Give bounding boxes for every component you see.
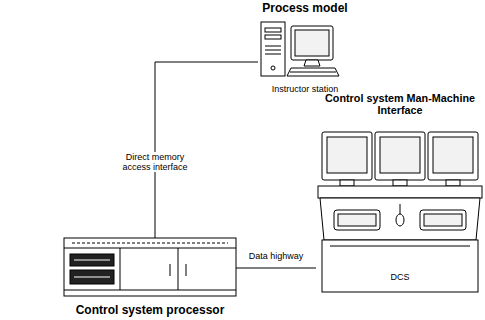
computer-tower xyxy=(261,22,285,76)
dcs-monitors xyxy=(322,132,478,186)
connection-label: Data highway xyxy=(247,251,306,261)
computer-keyboard xyxy=(287,68,339,76)
dcs-desk xyxy=(318,186,482,292)
equipment-node: Process modelInstructor station xyxy=(258,2,352,94)
node-heading: Control system Man-Machine Interface xyxy=(316,92,484,117)
connection-line xyxy=(155,62,258,238)
node-heading: Process model xyxy=(262,2,347,16)
equipment-node: Control system Man-Machine InterfaceDCS xyxy=(316,92,484,294)
computer-monitor xyxy=(291,26,333,66)
connection-line xyxy=(236,268,316,269)
connection-label: Direct memory access interface xyxy=(113,152,197,173)
node-caption: DCS xyxy=(390,272,409,282)
processor-cabinet xyxy=(64,238,236,296)
equipment-node: Control system processor xyxy=(64,238,236,318)
node-heading: Control system processor xyxy=(76,304,225,318)
